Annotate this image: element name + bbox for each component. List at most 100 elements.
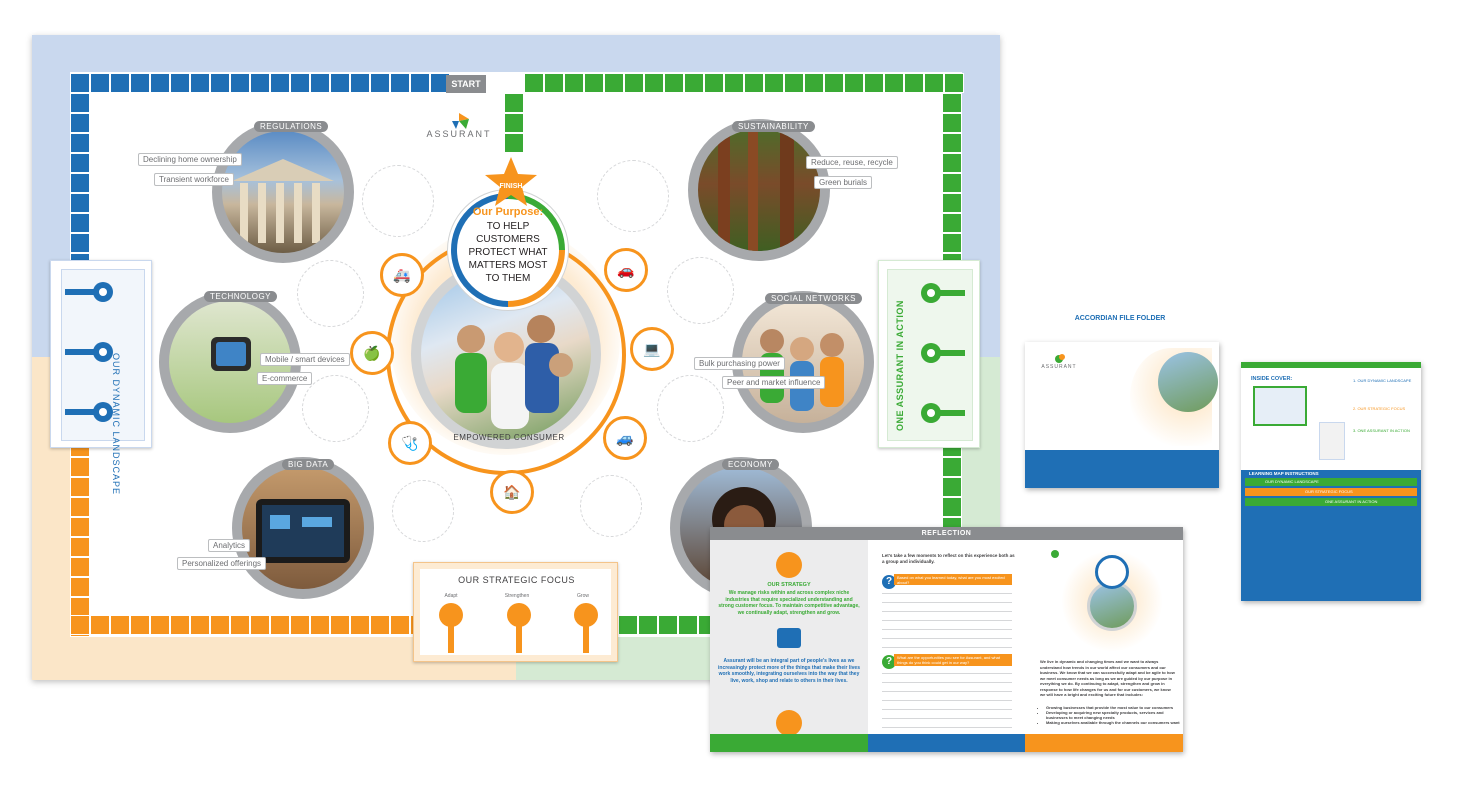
orange-key-icons <box>439 603 598 653</box>
track-square <box>544 73 564 93</box>
track-square <box>942 173 962 193</box>
track-square <box>904 73 924 93</box>
smart-watch <box>211 337 251 371</box>
track-square <box>70 537 90 557</box>
finish-star: FINISH <box>483 155 539 209</box>
track-square <box>524 73 544 93</box>
insert-bar-3: ONE ASSURANT IN ACTION <box>1245 498 1417 506</box>
mini-board-icon <box>1253 386 1307 426</box>
strategy-column: OUR STRATEGY We manage risks within and … <box>710 540 868 736</box>
track-square <box>90 73 110 93</box>
start-label: START <box>446 75 486 93</box>
bullet-item: Making ourselves available through the c… <box>1046 720 1180 725</box>
track-square <box>250 73 270 93</box>
track-square <box>210 615 230 635</box>
integral-text: Assurant will be an integral part of peo… <box>718 658 860 684</box>
big-data-label: BIG DATA <box>282 459 335 470</box>
grow-label: Grow <box>577 593 589 599</box>
track-square <box>824 73 844 93</box>
woman-photo-icon <box>776 710 802 736</box>
track-square <box>678 615 698 635</box>
track-square <box>684 73 704 93</box>
purpose-line: CUSTOMERS <box>476 234 540 245</box>
sustainability-tag-1: Reduce, reuse, recycle <box>806 156 898 169</box>
accordian-folder: ASSURANT <box>1025 342 1219 488</box>
regulations-label: REGULATIONS <box>254 121 329 132</box>
strategy-title: OUR STRATEGY <box>767 582 811 588</box>
track-square <box>190 615 210 635</box>
track-square <box>504 133 524 153</box>
track-square <box>70 233 90 253</box>
dynamic-landscape-panel: OUR DYNAMIC LANDSCAPE <box>50 260 152 495</box>
track-square <box>270 73 290 93</box>
track-square <box>190 73 210 93</box>
strategic-focus-panel: OUR STRATEGIC FOCUS Adapt Strengthen Gro… <box>413 562 618 662</box>
question-icon: ? <box>882 575 896 589</box>
track-square <box>604 73 624 93</box>
answer-line <box>882 593 1012 594</box>
track-square <box>70 615 90 635</box>
folder-graphic <box>1130 348 1218 446</box>
social-tag-2: Peer and market influence <box>722 376 826 389</box>
folder-logo: ASSURANT <box>1039 352 1079 372</box>
insert-item-3: 3. ONE ASSURANT IN ACTION <box>1353 428 1410 433</box>
answer-line <box>882 700 1012 701</box>
blue-bar <box>868 734 1025 752</box>
insert-item-2: 2. OUR STRATEGIC FOCUS <box>1353 406 1406 411</box>
folder-family-photo <box>1158 352 1218 412</box>
track-square <box>638 615 658 635</box>
track-square <box>942 477 962 497</box>
empty-slot <box>302 375 369 442</box>
big-data-photo <box>232 457 374 599</box>
track-square <box>310 615 330 635</box>
track-square <box>130 615 150 635</box>
question-icon-green: ? <box>882 655 896 669</box>
track-square <box>90 615 110 635</box>
track-square <box>70 153 90 173</box>
track-square <box>110 73 130 93</box>
folder-blue-band <box>1025 450 1219 488</box>
track-square <box>110 615 130 635</box>
empty-slot <box>392 480 454 542</box>
track-square <box>70 497 90 517</box>
strategy-text: We manage risks within and across comple… <box>718 590 860 616</box>
purpose-line: MATTERS MOST <box>468 260 548 271</box>
answer-line <box>882 611 1012 612</box>
technology-label: TECHNOLOGY <box>204 291 278 302</box>
track-square <box>70 457 90 477</box>
empty-slot <box>657 375 724 442</box>
track-square <box>70 213 90 233</box>
empty-slot <box>597 160 669 232</box>
track-square <box>784 73 804 93</box>
track-square <box>504 93 524 113</box>
answer-line <box>882 602 1012 603</box>
finish-label: FINISH <box>499 183 523 190</box>
track-square <box>70 133 90 153</box>
answer-line <box>882 709 1012 710</box>
track-square <box>724 73 744 93</box>
track-square <box>130 73 150 93</box>
track-square <box>804 73 824 93</box>
purpose-line: PROTECT WHAT <box>468 247 548 258</box>
bullet-item: Growing businesses that provide the most… <box>1046 705 1180 710</box>
social-networks-label: SOCIAL NETWORKS <box>765 293 862 304</box>
question-2: What are the opportunities you see for A… <box>894 654 1012 666</box>
question-1: Based on what you learned today, what ar… <box>894 574 1012 585</box>
track-square <box>250 615 270 635</box>
answer-line <box>882 718 1012 719</box>
reflection-logo <box>1040 549 1070 565</box>
stethoscope-icon: 🩺 <box>388 421 432 465</box>
purpose-line: TO HELP <box>486 221 530 232</box>
track-square <box>844 73 864 93</box>
insert-bar-2: OUR STRATEGIC FOCUS <box>1245 488 1417 496</box>
track-square <box>942 133 962 153</box>
track-square <box>744 73 764 93</box>
track-square <box>942 193 962 213</box>
reflection-bullets: Growing businesses that provide the most… <box>1038 705 1180 725</box>
track-square <box>70 173 90 193</box>
insert-bar-1: OUR DYNAMIC LANDSCAPE <box>1245 478 1417 486</box>
track-square <box>942 213 962 233</box>
track-square <box>658 615 678 635</box>
track-square <box>864 73 884 93</box>
dynamic-landscape-title: OUR DYNAMIC LANDSCAPE <box>111 353 121 496</box>
